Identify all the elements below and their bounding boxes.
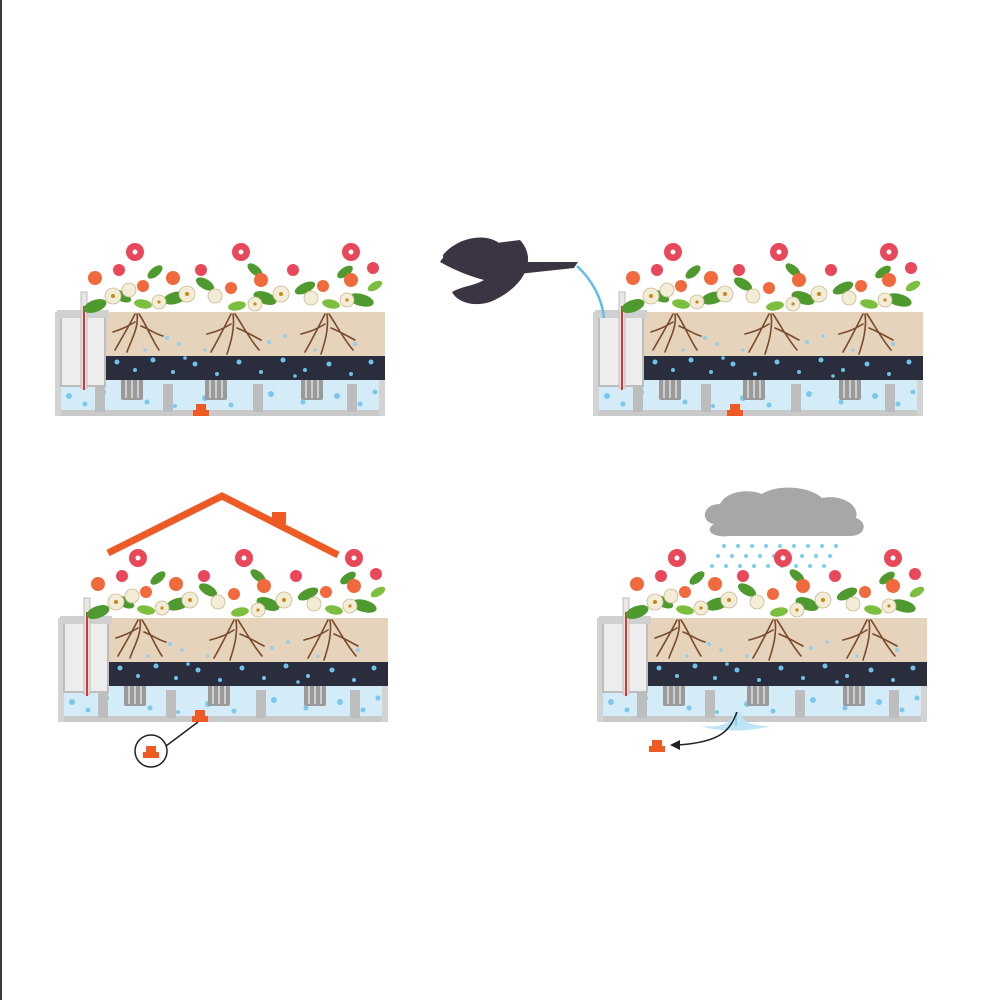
rain-cloud-icon — [704, 487, 864, 537]
planter-sheltered — [57, 548, 389, 723]
plug-callout — [134, 721, 199, 768]
rain-drops — [710, 544, 838, 568]
left-border-line — [0, 0, 2, 1000]
planter-rain — [596, 548, 928, 723]
arrow-icon — [670, 711, 738, 750]
watering-can-icon — [440, 237, 578, 305]
planter-watering — [592, 242, 924, 417]
planter-normal — [54, 242, 386, 417]
roof-icon — [106, 492, 340, 559]
water-stream — [576, 265, 606, 319]
drain-plug-icon — [649, 740, 665, 752]
